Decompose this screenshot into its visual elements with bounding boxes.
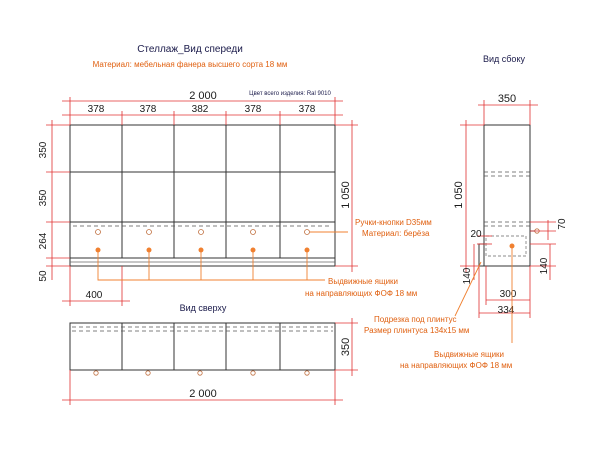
front-total-width: 2 000 bbox=[189, 90, 217, 102]
front-col-width: 382 bbox=[192, 104, 209, 115]
knobs-note-line2: Материал: берёза bbox=[362, 229, 430, 238]
front-row-height: 350 bbox=[38, 141, 49, 158]
top-knob-icon bbox=[304, 370, 310, 376]
top-knob-icon bbox=[145, 370, 151, 376]
side-view-label: Вид сбоку bbox=[483, 54, 525, 64]
side-dim-334: 334 bbox=[498, 305, 515, 316]
drawers-note-line1: Выдвижные ящики bbox=[328, 277, 398, 286]
side-dimensions bbox=[460, 100, 556, 318]
plinth-leader bbox=[454, 261, 482, 317]
drawer-leader bbox=[97, 250, 325, 281]
plinth-note-line1: Подрезка под плинтус bbox=[374, 315, 456, 324]
front-view bbox=[69, 124, 336, 267]
drawing-title: Стеллаж_Вид спереди bbox=[137, 44, 243, 55]
top-depth: 350 bbox=[340, 338, 352, 356]
side-dim-140-right: 140 bbox=[539, 257, 550, 274]
material-note: Материал: мебельная фанера высшего сорта… bbox=[93, 60, 288, 69]
knob-icon bbox=[304, 229, 310, 235]
side-depth: 350 bbox=[498, 93, 516, 105]
top-view-label: Вид сверху bbox=[180, 303, 227, 313]
side-height: 1 050 bbox=[453, 181, 465, 209]
side-drawers-note-line1: Выдвижные ящики bbox=[434, 350, 504, 359]
front-row-height: 350 bbox=[38, 189, 49, 206]
side-view bbox=[478, 124, 540, 267]
top-dimensions bbox=[62, 318, 358, 405]
side-dim-140-left: 140 bbox=[462, 267, 473, 284]
front-col-width: 378 bbox=[140, 104, 157, 115]
knob-icon bbox=[250, 229, 256, 235]
drawers-note-line2: на направляющих ФОФ 18 мм bbox=[305, 289, 417, 298]
front-dimensions bbox=[46, 97, 358, 306]
knob-icon bbox=[95, 229, 101, 235]
top-outline bbox=[69, 322, 336, 371]
top-knob-icon bbox=[197, 370, 203, 376]
front-col-width: 378 bbox=[299, 104, 316, 115]
color-note: Цвет всего изделия: Ral 9010 bbox=[249, 91, 331, 97]
side-dim-20: 20 bbox=[470, 229, 482, 240]
front-row-height: 264 bbox=[38, 232, 49, 249]
top-width: 2 000 bbox=[189, 388, 217, 400]
front-row-height: 50 bbox=[38, 270, 49, 282]
side-drawers-note-line2: на направляющих ФОФ 18 мм bbox=[400, 361, 512, 370]
front-col-width: 378 bbox=[88, 104, 105, 115]
side-outline bbox=[483, 124, 531, 267]
front-col-width: 378 bbox=[245, 104, 262, 115]
side-drawer bbox=[485, 235, 527, 257]
plinth-note-line2: Размер плинтуса 134x15 мм bbox=[364, 326, 469, 335]
side-plinth-notch bbox=[478, 243, 485, 267]
top-knob-icon bbox=[93, 370, 99, 376]
top-view bbox=[69, 322, 336, 376]
front-total-height: 1 050 bbox=[340, 181, 352, 209]
front-drawer-width: 400 bbox=[86, 290, 103, 301]
top-knob-icon bbox=[250, 370, 256, 376]
front-outline bbox=[69, 124, 336, 267]
side-dim-70: 70 bbox=[557, 218, 568, 230]
knob-icon bbox=[146, 229, 152, 235]
knob-icon bbox=[198, 229, 204, 235]
side-drawer-marker-icon bbox=[509, 243, 515, 249]
knobs-note-line1: Ручки-кнопки D35мм bbox=[355, 218, 432, 227]
side-dim-300: 300 bbox=[500, 289, 517, 300]
